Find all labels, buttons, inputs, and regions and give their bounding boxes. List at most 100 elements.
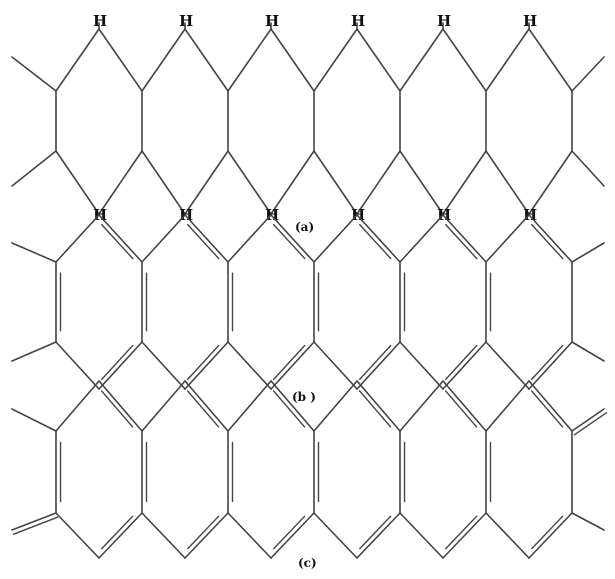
lower-right-bond [184, 341, 229, 390]
upper-left-bond [55, 214, 100, 263]
upper-left-bond [55, 28, 100, 92]
lower-left-bond [399, 341, 444, 390]
lower-left-bond [141, 512, 186, 559]
upper-left-bond [313, 380, 358, 432]
lower-right-bond [528, 512, 573, 559]
left-lower-stub [11, 512, 57, 531]
double-bond-line [445, 223, 478, 260]
double-bond-line [186, 344, 220, 381]
upper-right-bond [356, 380, 401, 432]
double-bond-line [186, 223, 220, 260]
panel-a-label: (a) [295, 220, 314, 234]
upper-left-bond [141, 28, 186, 92]
upper-right-bond [528, 380, 573, 432]
upper-right-bond [442, 380, 487, 432]
upper-left-bond [313, 214, 358, 263]
double-bond-line [444, 390, 478, 428]
terminal-double-bond-line [573, 412, 608, 436]
double-bond-line [359, 344, 392, 381]
upper-left-bond [227, 214, 272, 263]
right-upper-stub [571, 56, 605, 92]
hydrogen-atom-top: H [523, 12, 537, 30]
lower-left-bond [55, 512, 100, 559]
double-bond-line [359, 223, 392, 260]
hydrogen-atom-top: H [265, 12, 279, 30]
lower-left-bond [227, 512, 272, 559]
lower-right-bond [184, 150, 229, 215]
upper-right-bond [98, 214, 143, 263]
upper-right-bond [356, 214, 401, 263]
upper-left-bond [399, 380, 444, 432]
left-upper-stub [11, 242, 57, 263]
upper-left-bond [141, 380, 186, 432]
lower-left-bond [55, 150, 100, 215]
double-bond-line [530, 390, 564, 428]
lower-left-bond [55, 341, 100, 390]
upper-right-bond [356, 28, 401, 92]
lower-left-bond [227, 341, 272, 390]
upper-right-bond [442, 28, 487, 92]
hydrogen-atom-top: H [93, 12, 107, 30]
hydrogen-atom-top: H [437, 12, 451, 30]
lower-left-bond [141, 341, 186, 390]
upper-left-bond [313, 28, 358, 92]
lower-left-bond [141, 150, 186, 215]
double-bond-line [100, 223, 134, 260]
upper-right-bond [270, 214, 315, 263]
upper-left-bond [485, 214, 530, 263]
upper-right-bond [528, 214, 573, 263]
double-bond-line [186, 390, 220, 428]
lower-right-bond [442, 512, 487, 559]
double-bond-line [187, 515, 220, 550]
double-bond-line [531, 344, 564, 381]
double-bond-line [273, 344, 306, 381]
lower-right-bond [356, 341, 401, 390]
double-bond-line [100, 390, 134, 428]
upper-right-bond [528, 28, 573, 92]
upper-right-bond [98, 28, 143, 92]
lower-left-bond [485, 150, 530, 215]
lower-left-bond [313, 512, 358, 559]
upper-left-bond [141, 214, 186, 263]
lower-left-bond [227, 150, 272, 215]
lower-right-bond [356, 512, 401, 559]
upper-left-bond [227, 28, 272, 92]
right-lower-stub [571, 150, 605, 187]
panel-c-terminal-double-bonds-chain [11, 380, 608, 559]
lower-left-bond [399, 150, 444, 215]
left-lower-stub [11, 150, 57, 187]
right-lower-stub [571, 512, 605, 531]
upper-left-bond [399, 28, 444, 92]
double-bond-line [445, 515, 478, 550]
panel-b-alternating-bonds-chain [11, 214, 605, 390]
right-upper-stub [571, 242, 605, 263]
double-bond-line [273, 515, 306, 550]
double-bond-line [101, 515, 134, 550]
right-upper-stub [571, 408, 605, 432]
panel-c-label: (c) [298, 556, 317, 570]
lower-right-bond [184, 512, 229, 559]
upper-left-bond [399, 214, 444, 263]
lower-right-bond [528, 150, 573, 215]
upper-right-bond [270, 380, 315, 432]
terminal-double-bond-line [12, 516, 59, 535]
lower-left-bond [485, 341, 530, 390]
double-bond-line [358, 390, 392, 428]
double-bond-line [100, 344, 134, 381]
lower-left-bond [313, 150, 358, 215]
lower-left-bond [313, 341, 358, 390]
double-bond-line [531, 515, 564, 550]
double-bond-line [445, 344, 478, 381]
hydrogen-atom-top: H [351, 12, 365, 30]
lower-right-bond [442, 341, 487, 390]
lower-right-bond [356, 150, 401, 215]
lower-right-bond [98, 341, 143, 390]
upper-left-bond [227, 380, 272, 432]
upper-left-bond [485, 380, 530, 432]
lower-right-bond [442, 150, 487, 215]
upper-right-bond [270, 28, 315, 92]
hydrogen-atom-top: H [179, 12, 193, 30]
upper-right-bond [184, 380, 229, 432]
